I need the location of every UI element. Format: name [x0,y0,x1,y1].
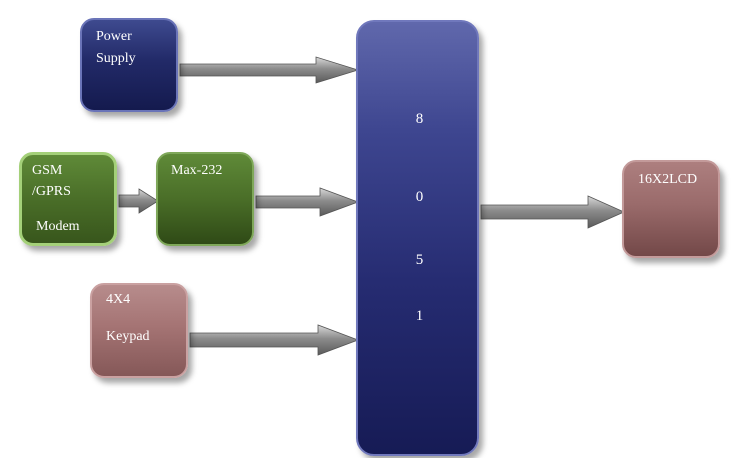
gsm-modem-line-3: Modem [36,219,80,234]
max232-block: Max-232 [156,152,254,246]
gsm-modem-line-1: GSM [32,163,63,178]
keypad-block: 4X4 Keypad [90,283,188,378]
lcd-label: 16X2LCD [638,172,698,187]
mcu-digit-5: 5 [415,252,424,268]
power-supply-line-1: Power [96,29,132,44]
mcu-digit-8: 8 [415,111,424,127]
power-supply-line-2: Supply [96,51,136,66]
power-supply-block: Power Supply [80,18,178,112]
arrow-power-to-mcu [179,56,360,84]
keypad-line-1: 4X4 [106,292,131,307]
lcd-16x2-block: 16X2LCD [622,160,720,258]
mcu-digit-1: 1 [415,308,424,324]
max232-label: Max-232 [171,163,223,178]
gsm-gprs-modem-block: GSM /GPRS Modem [19,152,117,246]
keypad-line-2: Keypad [106,329,150,344]
arrow-gsm-to-max232 [118,188,159,214]
microcontroller-8051-block: 8 0 5 1 [356,20,479,456]
mcu-digit-0: 0 [415,189,424,205]
arrow-max232-to-mcu [255,187,360,217]
arrow-keypad-to-mcu [189,324,360,356]
arrow-mcu-to-lcd [480,195,625,229]
gsm-modem-line-2: /GPRS [32,184,71,199]
